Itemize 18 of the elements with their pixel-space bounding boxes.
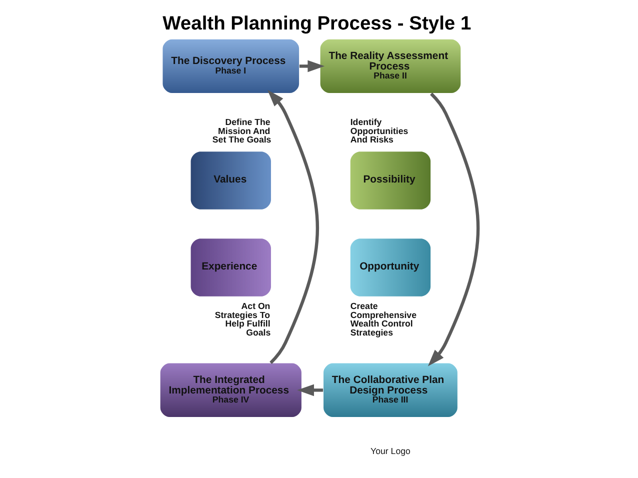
- node-box: Experience: [190, 238, 271, 296]
- diagram-title: Wealth Planning Process - Style 1: [162, 13, 472, 34]
- node-box: The Discovery Process Phase I: [162, 38, 300, 94]
- arrow: [297, 384, 324, 396]
- node-label: Create Comprehensive Wealth Control Strategies: [350, 301, 416, 338]
- node-box: Possibility: [350, 152, 431, 210]
- node-label: Act On Strategies To Help Fulfill Goals: [214, 301, 271, 338]
- arrow: [428, 92, 480, 366]
- node-box: The Integrated Implementation Process Phase IV: [160, 362, 302, 418]
- arrow: [299, 60, 325, 72]
- node-box: Opportunity: [350, 238, 431, 296]
- node-box: The Reality Assessment Process Phase II: [320, 38, 462, 94]
- node-box: Values: [190, 152, 271, 210]
- node-box: The Collaborative Plan Design Process Phase III: [322, 362, 458, 418]
- arrow: [267, 90, 319, 364]
- label: Your Logo: [370, 446, 410, 456]
- node-label: Identify Opportunities And Risks: [350, 116, 408, 145]
- node-label: Define The Mission And Set The Goals: [212, 116, 272, 145]
